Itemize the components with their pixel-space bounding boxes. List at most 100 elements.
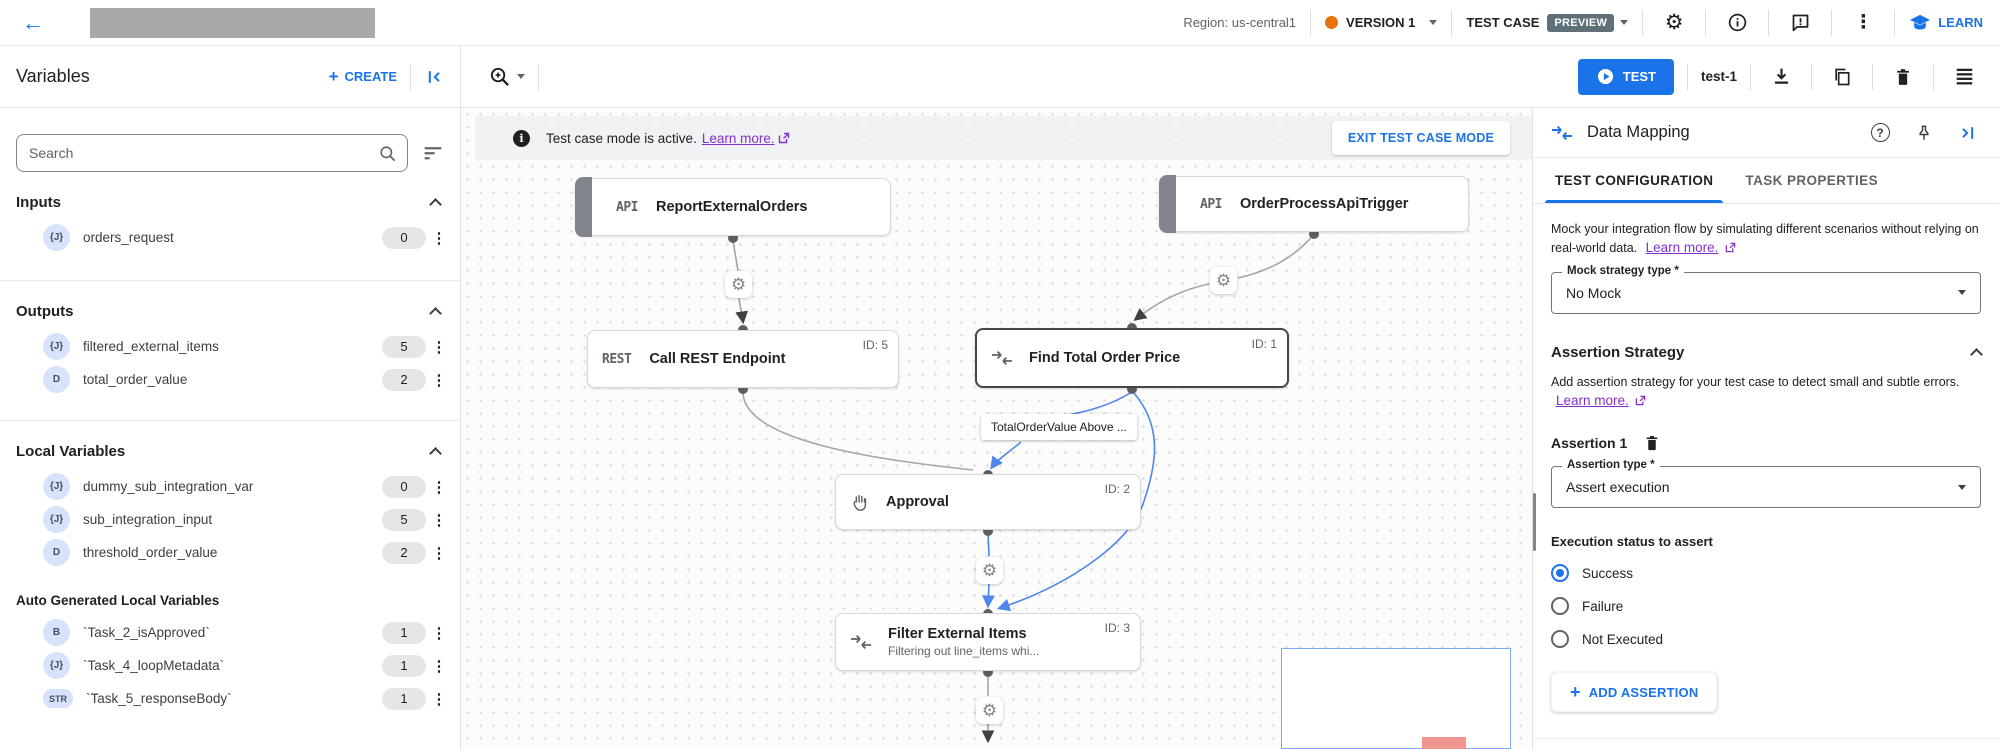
minimap-viewport[interactable] <box>1422 737 1466 749</box>
help-button[interactable]: ? <box>1863 116 1897 150</box>
edge-gear-icon[interactable]: ⚙ <box>976 697 1003 724</box>
node-find-total-order-price[interactable]: Find Total Order Price ID: 1 <box>975 328 1289 388</box>
chevron-up-icon[interactable] <box>1970 347 1983 361</box>
edge-gear-icon[interactable]: ⚙ <box>1210 267 1237 294</box>
variable-row[interactable]: {J} sub_integration_input 5 ⋮ <box>0 503 460 536</box>
exit-test-case-mode-button[interactable]: EXIT TEST CASE MODE <box>1331 121 1510 155</box>
mock-strategy-select[interactable]: Mock strategy type * No Mock <box>1551 264 1981 314</box>
node-title: Approval <box>886 494 949 510</box>
json-type-icon: {J} <box>43 224 70 251</box>
variable-name: `Task_5_responseBody` <box>86 691 232 706</box>
zoom-control[interactable] <box>488 65 525 88</box>
download-button[interactable] <box>1764 60 1798 94</box>
node-order-process-api-trigger[interactable]: API OrderProcessApiTrigger <box>1159 175 1469 233</box>
variable-row[interactable]: {J} orders_request 0 ⋮ <box>0 221 460 254</box>
variable-row[interactable]: STR `Task_5_responseBody` 1 ⋮ <box>0 682 460 715</box>
edge-gear-icon[interactable]: ⚙ <box>976 557 1003 584</box>
download-icon <box>1774 68 1788 84</box>
external-link-icon <box>1635 395 1646 406</box>
search-input[interactable] <box>29 145 378 161</box>
tab-test-configuration[interactable]: TEST CONFIGURATION <box>1539 158 1729 203</box>
panel-scrollbar[interactable] <box>1533 493 1536 551</box>
toolbar-right: TEST test-1 <box>1577 58 1999 95</box>
external-link-icon <box>778 132 790 144</box>
double-type-icon: D <box>43 366 70 393</box>
learn-more-link[interactable]: Learn more. <box>1645 240 1719 256</box>
feedback-button[interactable] <box>1783 6 1817 40</box>
log-list-button[interactable] <box>1947 60 1981 94</box>
edge-gear-icon[interactable]: ⚙ <box>725 271 752 298</box>
variable-row[interactable]: {J} `Task_4_loopMetadata` 1 ⋮ <box>0 649 460 682</box>
learn-label: LEARN <box>1938 15 1983 30</box>
pin-icon <box>1919 125 1929 140</box>
usage-count-badge: 5 <box>382 508 426 531</box>
radio-icon[interactable] <box>1551 597 1569 616</box>
test-button[interactable]: TEST <box>1577 58 1674 95</box>
learn-more-link[interactable]: Learn more. <box>1556 392 1629 408</box>
test-case-dropdown[interactable]: TEST CASE PREVIEW <box>1466 13 1629 32</box>
node-filter-external-items[interactable]: Filter External Items Filtering out line… <box>835 613 1141 671</box>
radio-option-not-executed[interactable]: Not Executed <box>1551 630 1981 649</box>
pin-panel-button[interactable] <box>1907 116 1941 150</box>
api-trigger-tab <box>575 177 592 237</box>
add-assertion-button[interactable]: + ADD ASSERTION <box>1551 672 1718 713</box>
radio-option-success[interactable]: Success <box>1551 564 1981 583</box>
more-vert-icon[interactable]: ⋮ <box>431 478 447 496</box>
flow-canvas[interactable]: i Test case mode is active. Learn more. … <box>461 108 1532 749</box>
more-vert-icon[interactable]: ⋮ <box>431 690 447 708</box>
more-vert-icon[interactable]: ⋮ <box>431 229 447 247</box>
region-label: Region: us-central1 <box>1183 15 1297 30</box>
collapse-panel-button[interactable] <box>424 67 444 87</box>
learn-more-link[interactable]: Learn more. <box>701 130 775 146</box>
add-assertion-label: ADD ASSERTION <box>1588 684 1699 700</box>
minimap[interactable] <box>1281 648 1511 749</box>
variable-row[interactable]: {J} filtered_external_items 5 ⋮ <box>0 330 460 363</box>
more-vert-icon[interactable]: ⋮ <box>431 338 447 356</box>
assertion-strategy-title: Assertion Strategy <box>1551 343 1685 361</box>
node-title: OrderProcessApiTrigger <box>1239 196 1409 212</box>
variable-row[interactable]: {J} dummy_sub_integration_var 0 ⋮ <box>0 470 460 503</box>
section-outputs-header: Outputs <box>0 303 460 320</box>
radio-icon[interactable] <box>1551 630 1569 649</box>
tab-task-properties[interactable]: TASK PROPERTIES <box>1745 173 1878 188</box>
node-approval[interactable]: Approval ID: 2 <box>835 474 1141 530</box>
assertion-type-label: Assertion type * <box>1562 459 1660 472</box>
create-variable-button[interactable]: + CREATE <box>329 68 397 85</box>
assertion-type-value: Assert execution <box>1566 479 1670 496</box>
variable-name: sub_integration_input <box>83 512 213 527</box>
graduation-cap-icon <box>1910 14 1931 29</box>
test-case-label: TEST CASE <box>1466 15 1540 30</box>
more-vert-icon[interactable]: ⋮ <box>431 371 447 389</box>
chevron-up-icon[interactable] <box>429 447 442 460</box>
edge-condition-label[interactable]: TotalOrderValue Above ... <box>981 414 1137 440</box>
version-dropdown[interactable]: VERSION 1 <box>1325 15 1438 30</box>
usage-count-badge: 1 <box>382 687 426 710</box>
duplicate-button[interactable] <box>1825 60 1859 94</box>
more-vert-icon[interactable]: ⋮ <box>431 511 447 529</box>
info-button[interactable] <box>1720 6 1754 40</box>
node-call-rest-endpoint[interactable]: REST Call REST Endpoint ID: 5 <box>587 330 899 388</box>
variable-row[interactable]: D threshold_order_value 2 ⋮ <box>0 536 460 569</box>
usage-count-badge: 1 <box>382 621 426 644</box>
variable-row[interactable]: D total_order_value 2 ⋮ <box>0 363 460 396</box>
delete-button[interactable] <box>1886 60 1920 94</box>
node-report-external-orders[interactable]: API ReportExternalOrders <box>575 177 891 237</box>
back-icon[interactable]: ← <box>22 9 44 35</box>
more-options-button[interactable]: ⋮ <box>1846 6 1880 40</box>
chevron-up-icon[interactable] <box>429 198 442 211</box>
variable-row[interactable]: B `Task_2_isApproved` 1 ⋮ <box>0 616 460 649</box>
chevron-up-icon[interactable] <box>429 307 442 320</box>
delete-assertion-button[interactable] <box>1643 434 1661 452</box>
more-vert-icon[interactable]: ⋮ <box>431 624 447 642</box>
learn-link[interactable]: LEARN <box>1909 14 1983 32</box>
usage-count-badge: 0 <box>382 226 426 249</box>
more-vert-icon[interactable]: ⋮ <box>431 544 447 562</box>
assertion-type-select[interactable]: Assertion type * Assert execution <box>1551 459 1981 509</box>
radio-option-failure[interactable]: Failure <box>1551 597 1981 616</box>
sort-button[interactable] <box>418 138 448 168</box>
collapse-panel-right-button[interactable] <box>1951 116 1985 150</box>
settings-button[interactable]: ⚙ <box>1657 6 1691 40</box>
radio-checked-icon[interactable] <box>1551 564 1569 583</box>
more-vert-icon[interactable]: ⋮ <box>431 657 447 675</box>
play-circle-icon <box>1597 68 1613 85</box>
